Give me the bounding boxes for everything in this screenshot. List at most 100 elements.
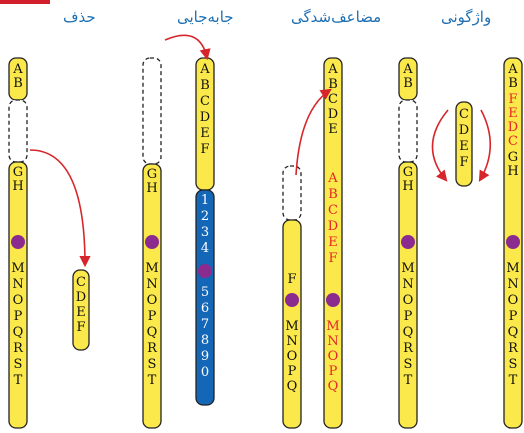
deletion-arrow (29, 149, 91, 268)
duplication-centromere-result (326, 293, 340, 307)
inversion-letter-top-1: B (403, 76, 413, 91)
corner-red-bar (0, 0, 50, 4)
duplication-donor (282, 219, 302, 429)
deletion-letter-top-1: B (13, 76, 23, 91)
deletion-letter-mid-1: H (12, 179, 23, 194)
translocation-b-letter-3: D (200, 110, 210, 125)
deletion-letter-bot-7: T (14, 373, 23, 388)
translocation-b-letter-4: E (200, 126, 210, 141)
deletion-letter-bot-2: O (13, 293, 24, 308)
inversion-result-bot-1: N (507, 277, 518, 292)
translocation-foreign-bot-2: 7 (201, 317, 209, 332)
inversion-result-bot-0: M (506, 261, 519, 276)
duplication-result-orig-1: B (328, 77, 338, 92)
deletion-letter-bot-3: P (14, 309, 23, 324)
inversion-chromosome-bottom (398, 161, 418, 429)
duplication-result-dup-3: D (328, 219, 338, 234)
translocation-a-letter-bot-7: T (148, 373, 157, 388)
translocation-a-letter-bot-3: P (148, 309, 157, 324)
translocation-a-letter-top-0: G (147, 167, 157, 182)
translocation-a-letter-bot-1: N (146, 277, 157, 292)
inversion-letter-bot-1: N (402, 277, 413, 292)
inversion-segment (455, 101, 473, 187)
duplication-result-dup-bot-1: N (327, 334, 338, 349)
inversion-result-bot-6: S (509, 357, 518, 372)
inversion-letter-bot-0: M (401, 261, 414, 276)
translocation-b-letter-1: B (200, 78, 210, 93)
duplication-result-dup-1: B (328, 187, 338, 202)
translocation-b-letter-2: C (200, 94, 210, 109)
duplication-donor-f-0: F (287, 272, 296, 287)
duplication-donor-letter-1: N (286, 334, 297, 349)
inversion-letter-bot-2: O (403, 293, 414, 308)
title-deletion: حذف (63, 8, 96, 26)
inversion-gap (398, 99, 418, 163)
inversion-letter-bot-3: P (404, 309, 413, 324)
deletion-removed-letter-1: D (76, 290, 86, 305)
title-translocation: جابه‌جایی (177, 8, 234, 26)
inversion-segment-letter-0: C (459, 107, 469, 122)
duplication-result-dup-2: C (328, 203, 338, 218)
duplication-result-dup-5: F (328, 251, 337, 266)
deletion-removed-letter-0: C (76, 275, 86, 290)
inversion-segment-letter-1: D (459, 123, 469, 138)
deletion-letter-bot-5: R (13, 341, 24, 356)
inversion-centromere-result (506, 235, 520, 249)
translocation-a-letter-top-1: H (146, 181, 157, 196)
translocation-foreign-top-0: 1 (201, 193, 209, 208)
translocation-a-letter-bot-5: R (147, 341, 158, 356)
deletion-chromosome-bottom (8, 161, 28, 429)
translocation-a-letter-bot-4: Q (147, 325, 158, 340)
inversion-result-bot-2: O (508, 293, 519, 308)
deletion-centromere (11, 235, 25, 249)
duplication-donor-letter-3: P (288, 364, 297, 379)
deletion-letter-bot-0: M (11, 261, 24, 276)
duplication-result-dup-bot-3: P (329, 364, 338, 379)
translocation-foreign-bot-1: 6 (201, 301, 209, 316)
deletion-letter-bot-4: Q (13, 325, 24, 340)
inversion-letter-mid-0: G (403, 165, 413, 180)
inversion-centromere (401, 235, 415, 249)
duplication-centromere-donor (285, 293, 299, 307)
inversion-result-mid-0: G (508, 150, 518, 165)
translocation-a-letter-bot-6: S (148, 357, 157, 372)
deletion-removed-letter-3: F (76, 320, 85, 335)
inversion-result-bot-7: T (509, 373, 518, 388)
inversion-result-inverted-1: E (508, 106, 518, 121)
translocation-foreign-top-2: 3 (201, 225, 209, 240)
inversion-letter-bot-4: Q (403, 325, 414, 340)
duplication-result-dup-bot-0: M (326, 319, 339, 334)
duplication-result-orig-0: A (327, 62, 338, 77)
deletion-letter-bot-1: N (12, 277, 23, 292)
duplication-donor-letter-0: M (285, 319, 298, 334)
translocation-arrow (164, 34, 211, 61)
inversion-arrow-right (478, 109, 491, 182)
deletion-letter-mid-0: G (13, 165, 23, 180)
translocation-chromosome-a (142, 163, 162, 429)
translocation-foreign-top-3: 4 (201, 241, 209, 256)
duplication-result-dup-0: A (327, 171, 338, 186)
inversion-result-bot-4: Q (508, 325, 519, 340)
translocation-centromere-a (145, 235, 159, 249)
duplication-gap (282, 165, 302, 221)
duplication-result-dup-4: E (328, 235, 338, 250)
translocation-foreign-bot-5: 0 (201, 365, 209, 380)
duplication-result-dup-bot-2: O (328, 349, 339, 364)
duplication-donor-letter-4: Q (287, 379, 298, 394)
inversion-result-mid-1: H (507, 164, 518, 179)
duplication-result-orig-4: E (328, 122, 338, 137)
deletion-gap (8, 99, 28, 163)
inversion-letter-bot-6: S (404, 357, 413, 372)
translocation-b-letter-0: A (199, 62, 210, 77)
deletion-letter-bot-6: S (14, 357, 23, 372)
inversion-result-inverted-3: C (508, 134, 518, 149)
deletion-letter-top-0: A (12, 62, 23, 77)
inversion-letter-mid-1: H (402, 179, 413, 194)
translocation-foreign-top-1: 2 (201, 209, 209, 224)
duplication-result (323, 57, 343, 429)
inversion-segment-letter-2: E (459, 139, 469, 154)
duplication-donor-letter-2: O (287, 349, 298, 364)
translocation-a-letter-bot-0: M (145, 261, 158, 276)
inversion-result-inverted-0: F (508, 92, 517, 107)
